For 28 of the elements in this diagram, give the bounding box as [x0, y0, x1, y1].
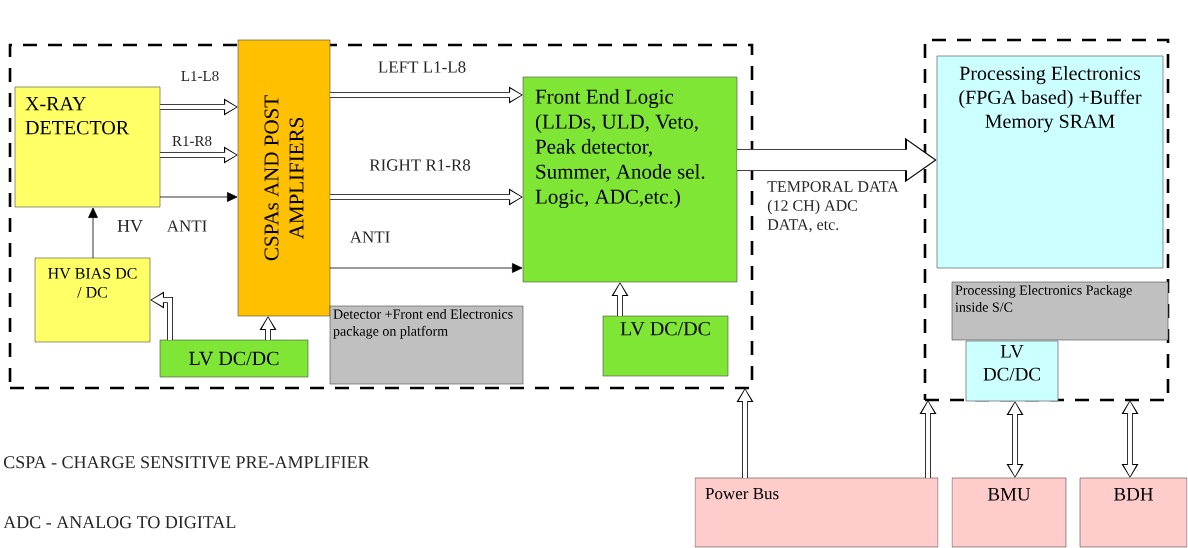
edge-label: L1-L8: [179, 69, 221, 83]
package-label-box: Processing Electronics Package inside S/C: [951, 281, 1169, 341]
note-text: ADC - ANALOG TO DIGITAL: [3, 516, 236, 529]
power-bus-box: Power Bus: [694, 477, 939, 548]
package-label-box: Detector +Front end Electronics package on platform: [329, 305, 524, 385]
edge-label: R1-R8: [171, 134, 213, 148]
arrow: [159, 192, 238, 202]
power-supply-box: HV BIAS DC / DC: [34, 257, 151, 343]
arrow: [88, 207, 98, 259]
logic-box: Front End Logic (LLDs, ULD, Veto, Peak detector, Summer, Anode sel. Logic, ADC,etc.): [522, 76, 738, 283]
subsystem-box: BMU: [951, 477, 1067, 548]
dashed-boundary: [8, 43, 754, 390]
edge-label: ANTI: [348, 230, 392, 244]
power-supply-box: LV DC/DC: [159, 339, 309, 378]
edge-label: LEFT L1-L8: [376, 60, 468, 74]
power-supply-box: LV DC/DC: [965, 340, 1059, 402]
amplifier-box: CSPAs AND POST AMPLIFIERS: [237, 39, 331, 317]
detector-box: X-RAY DETECTOR: [14, 86, 161, 208]
subsystem-box: BDH: [1079, 477, 1188, 548]
edge-label: HV: [116, 218, 144, 234]
edge-label: TEMPORAL DATA (12 CH) ADC DATA, etc.: [766, 180, 901, 234]
edge-label: ANTI: [165, 219, 209, 233]
power-supply-box: LV DC/DC: [602, 315, 729, 377]
edge-label: RIGHT R1-R8: [368, 158, 472, 172]
arrow: [329, 263, 523, 273]
processing-box: Processing Electronics (FPGA based) +Buffer Memory SRAM: [936, 55, 1164, 269]
note-text: CSPA - CHARGE SENSITIVE PRE-AMPLIFIER: [3, 456, 370, 469]
dashed-boundary: [923, 38, 1170, 402]
